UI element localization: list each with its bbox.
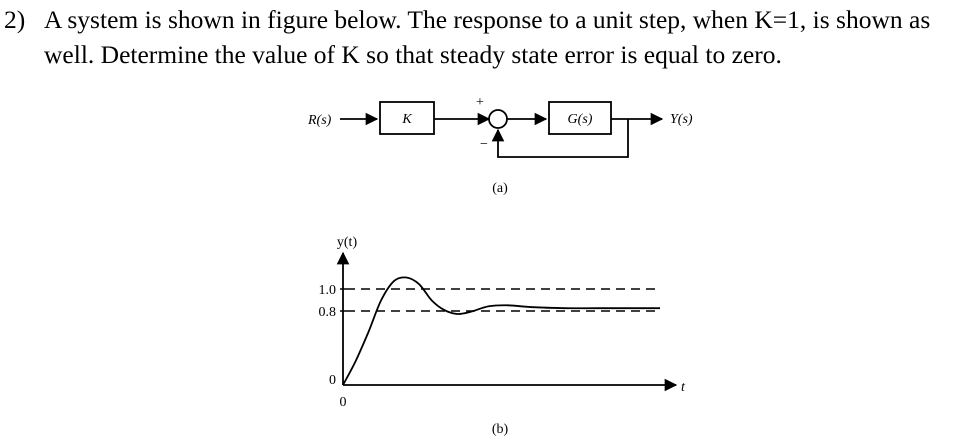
question-line-1: 2) A system is shown in figure below. The… (4, 2, 976, 37)
question-line-1-text: A system is shown in figure below. The r… (44, 5, 931, 34)
diagram-caption-b: (b) (492, 422, 509, 437)
question-text: 2) A system is shown in figure below. The… (4, 2, 976, 72)
plant-label: G(s) (568, 112, 593, 127)
question-line-2: well. Determine the value of K so that s… (44, 40, 782, 69)
feedback-path (491, 119, 629, 158)
x-tick-label-0: 0 (340, 395, 347, 410)
plant-block (548, 101, 612, 135)
diagram-caption-a: (a) (492, 181, 508, 196)
block-diagram: R(s) K + − G(s) Y(s) (a) (307, 95, 693, 196)
response-plot: y(t) t 1.0 0.8 0 0 (b) (319, 235, 687, 437)
y-tick-label-08: 0.8 (319, 305, 337, 320)
response-curve (342, 276, 660, 386)
y-tick-label-0: 0 (329, 373, 336, 388)
y-axis-label: y(t) (337, 235, 358, 250)
summing-junction (488, 109, 508, 129)
output-label: Y(s) (670, 112, 693, 127)
x-axis-label: t (681, 380, 686, 395)
input-label: R(s) (307, 113, 332, 128)
gain-label: K (401, 112, 412, 127)
y-tick-label-1: 1.0 (319, 283, 337, 298)
plus-sign: + (476, 95, 484, 110)
gain-block (379, 101, 435, 135)
minus-sign: − (480, 137, 488, 152)
question-number: 2) (4, 5, 26, 34)
